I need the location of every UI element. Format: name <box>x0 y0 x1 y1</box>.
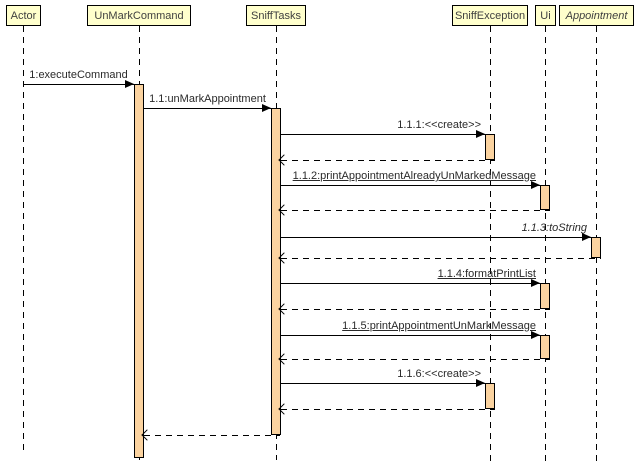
message-line <box>144 435 280 436</box>
lifeline-head-appointment: Appointment <box>559 5 634 26</box>
message-line <box>144 108 271 109</box>
message-label: 1.1.5:printAppointmentUnMarkMessage <box>342 320 536 332</box>
message-line <box>281 210 550 211</box>
arrowhead-solid-icon <box>476 379 485 387</box>
activation-snifftasks <box>271 108 281 435</box>
message-label: 1.1.6:<<create>> <box>397 368 481 380</box>
message-label: 1.1.2:printAppointmentAlreadyUnMarkedMes… <box>292 170 536 182</box>
lifeline-actor <box>23 26 24 455</box>
activation-ui-2 <box>540 283 550 309</box>
activation-ui-1 <box>540 185 550 210</box>
message-line <box>281 335 540 336</box>
message-line <box>281 185 540 186</box>
arrowhead-solid-icon <box>531 279 540 287</box>
message-line <box>281 383 485 384</box>
activation-appointment <box>591 237 601 258</box>
lifeline-sniffexception <box>490 26 491 462</box>
message-label: 1.1.4:formatPrintList <box>437 268 536 280</box>
activation-sniffexception-1 <box>485 134 495 160</box>
message-line <box>281 237 591 238</box>
message-label: 1:executeCommand <box>29 69 128 81</box>
lifeline-head-unmarkcommand: UnMarkCommand <box>87 5 191 26</box>
message-line <box>281 134 485 135</box>
message-line <box>281 283 540 284</box>
lifeline-ui <box>545 26 546 462</box>
message-line <box>281 409 495 410</box>
message-line <box>281 160 495 161</box>
activation-ui-3 <box>540 335 550 359</box>
arrowhead-solid-icon <box>531 181 540 189</box>
activation-sniffexception-2 <box>485 383 495 409</box>
arrowhead-solid-icon <box>582 233 591 241</box>
activation-unmarkcommand <box>134 84 144 458</box>
arrowhead-solid-icon <box>531 331 540 339</box>
message-label: 1.1.3:toString <box>521 222 587 234</box>
message-line <box>281 258 601 259</box>
lifeline-head-snifftasks: SniffTasks <box>246 5 306 26</box>
arrowhead-solid-icon <box>476 130 485 138</box>
message-line <box>281 359 550 360</box>
message-line <box>281 309 550 310</box>
lifeline-head-actor: Actor <box>6 5 41 26</box>
lifeline-head-ui: Ui <box>535 5 556 26</box>
message-label: 1.1:unMarkAppointment <box>149 93 266 105</box>
arrowhead-solid-icon <box>125 80 134 88</box>
arrowhead-solid-icon <box>262 104 271 112</box>
lifeline-head-sniffexception: SniffException <box>452 5 528 26</box>
message-label: 1.1.1:<<create>> <box>397 119 481 131</box>
message-line <box>23 84 134 85</box>
